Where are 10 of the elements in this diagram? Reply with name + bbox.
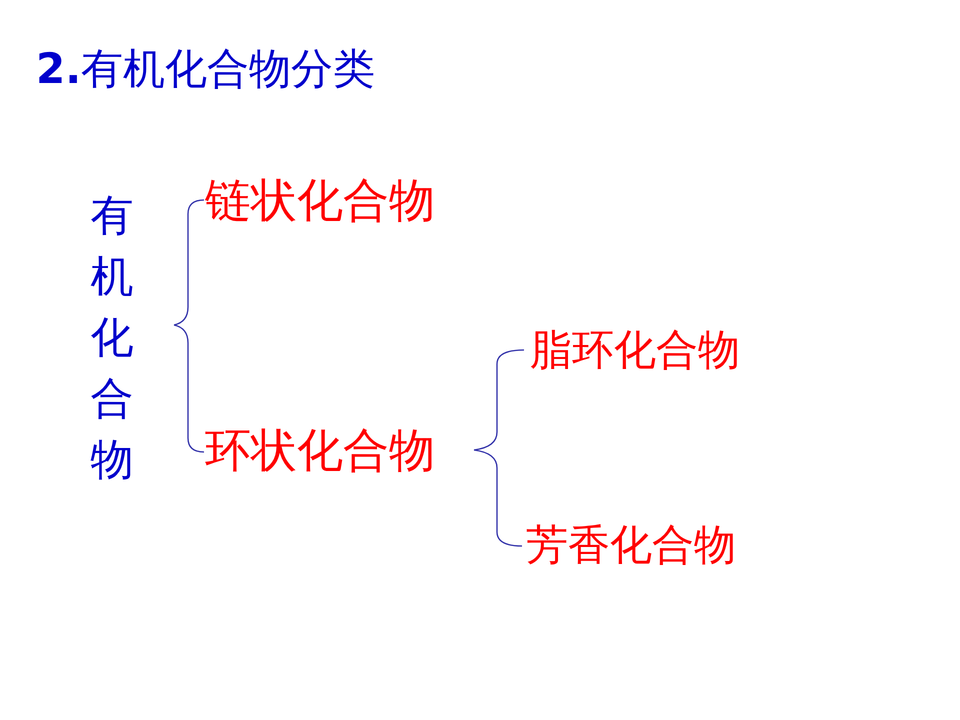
brace-line	[174, 324, 204, 453]
class-label: 环状化合物	[205, 420, 435, 482]
brace-line	[174, 199, 204, 326]
title: 2.有机化合物分类	[36, 44, 376, 94]
class-label: 链状化合物	[205, 170, 435, 232]
class-label: 脂环化合物	[530, 322, 740, 378]
brace-line	[474, 449, 522, 547]
class-label: 有机化合物	[86, 186, 138, 491]
brace-line	[474, 349, 524, 451]
class-label: 芳香化合物	[526, 517, 736, 573]
